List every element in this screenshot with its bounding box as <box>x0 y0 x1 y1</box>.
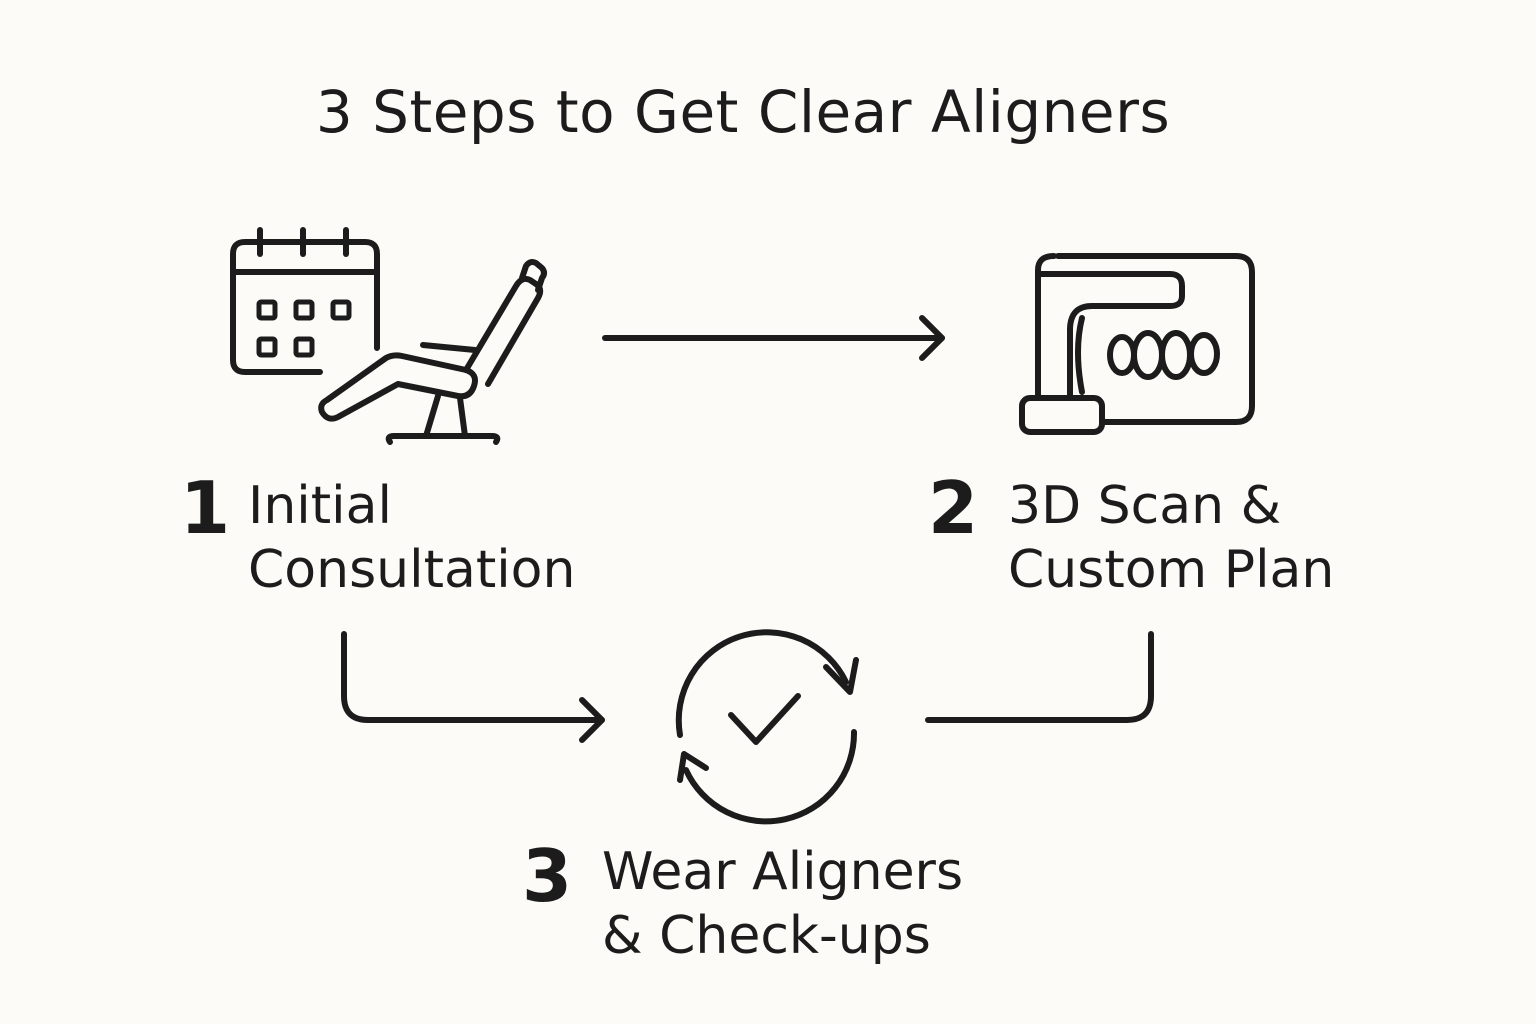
step-number-1: 1 <box>180 466 231 550</box>
connector-step1-to-step3 <box>341 631 605 743</box>
step-number-3: 3 <box>522 834 573 918</box>
teeth-icon <box>1107 330 1220 380</box>
step-label-1: Initial Consultation <box>248 474 575 602</box>
step-number-2: 2 <box>928 466 979 550</box>
3d-scanner-teeth-icon <box>1019 253 1255 435</box>
step-label-3: Wear Aligners & Check-ups <box>602 840 963 968</box>
refresh-check-icon <box>675 629 859 825</box>
check-icon <box>728 693 801 745</box>
calendar-icon <box>230 227 380 375</box>
step-label-2-line1: 3D Scan & <box>1008 476 1282 536</box>
dental-chair-icon <box>318 259 547 445</box>
calendar-and-dental-chair-icon <box>230 227 547 445</box>
step-label-3-line1: Wear Aligners <box>602 842 964 902</box>
connector-step2-to-step3 <box>925 631 1154 723</box>
page-title: 3 Steps to Get Clear Aligners <box>315 78 1171 146</box>
step-label-1-line2: Consultation <box>248 540 576 600</box>
step-label-3-line2: & Check-ups <box>602 906 931 966</box>
arrow-step1-to-step2 <box>602 315 945 361</box>
step-label-1-line1: Initial <box>248 476 392 536</box>
step-label-2-line2: Custom Plan <box>1008 540 1335 600</box>
step-label-2: 3D Scan & Custom Plan <box>1008 474 1334 602</box>
